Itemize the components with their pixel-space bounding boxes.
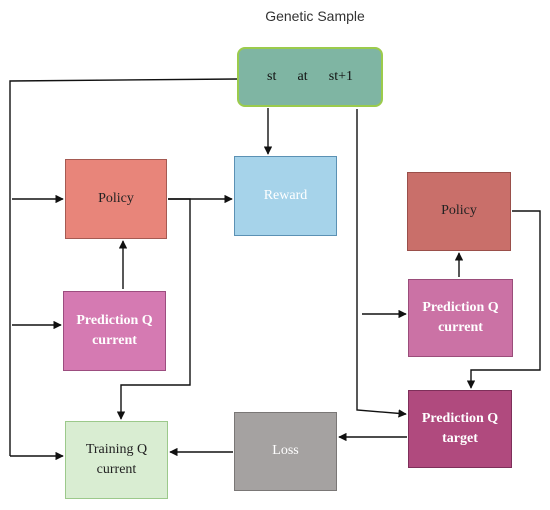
prediction-q-current-node-left: Prediction Q current — [63, 291, 166, 371]
loss-node: Loss — [234, 412, 337, 491]
arrow-policy-to-target — [466, 210, 541, 389]
bus-left-line — [9, 78, 238, 456]
sample-next-state: st+1 — [328, 68, 353, 84]
policy-left-label: Policy — [98, 190, 134, 206]
sample-action: at — [297, 68, 308, 84]
loss-label: Loss — [272, 443, 299, 459]
reward-label: Reward — [263, 187, 308, 203]
prediction-q-current-node-right: Prediction Q current — [408, 279, 513, 357]
sample-state: st — [267, 68, 277, 84]
arrow-sample-to-target — [356, 109, 407, 418]
arrow-policy-to-training — [116, 198, 191, 420]
reward-node: Reward — [234, 156, 337, 236]
policy-node-right: Policy — [407, 172, 511, 251]
prediction-q-current-right-label: Prediction Q current — [422, 299, 499, 335]
prediction-q-target-label: Prediction Q target — [421, 410, 499, 446]
prediction-q-target-node: Prediction Q target — [408, 390, 512, 468]
prediction-q-current-left-label: Prediction Q current — [76, 312, 153, 348]
training-q-current-node: Training Q current — [65, 421, 168, 499]
genetic-sample-box: st at st+1 — [237, 47, 383, 107]
training-q-current-label: Training Q current — [85, 441, 148, 477]
diagram-title: Genetic Sample — [265, 8, 365, 24]
policy-node-left: Policy — [65, 159, 167, 239]
policy-right-label: Policy — [441, 203, 477, 219]
